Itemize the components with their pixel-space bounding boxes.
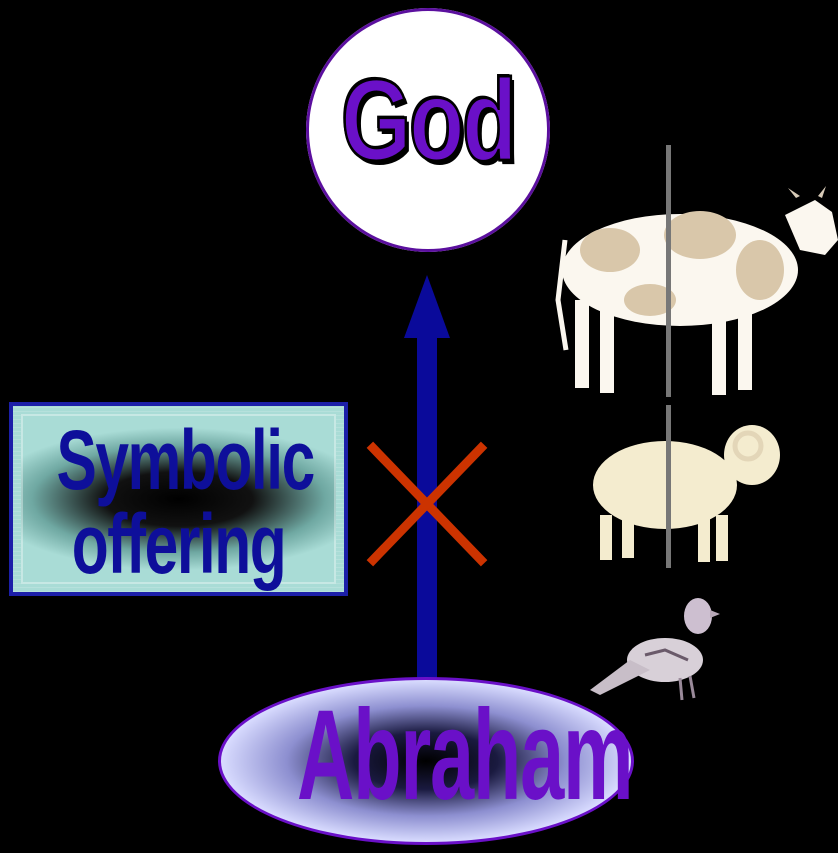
cow-icon: [558, 145, 838, 397]
abraham-label: Abraham: [297, 692, 555, 820]
up-arrow-icon: [404, 275, 450, 680]
symbolic-offering-line2: offering: [56, 502, 300, 586]
ram-icon: [593, 405, 780, 568]
symbolic-offering-line1: Symbolic: [56, 418, 300, 502]
